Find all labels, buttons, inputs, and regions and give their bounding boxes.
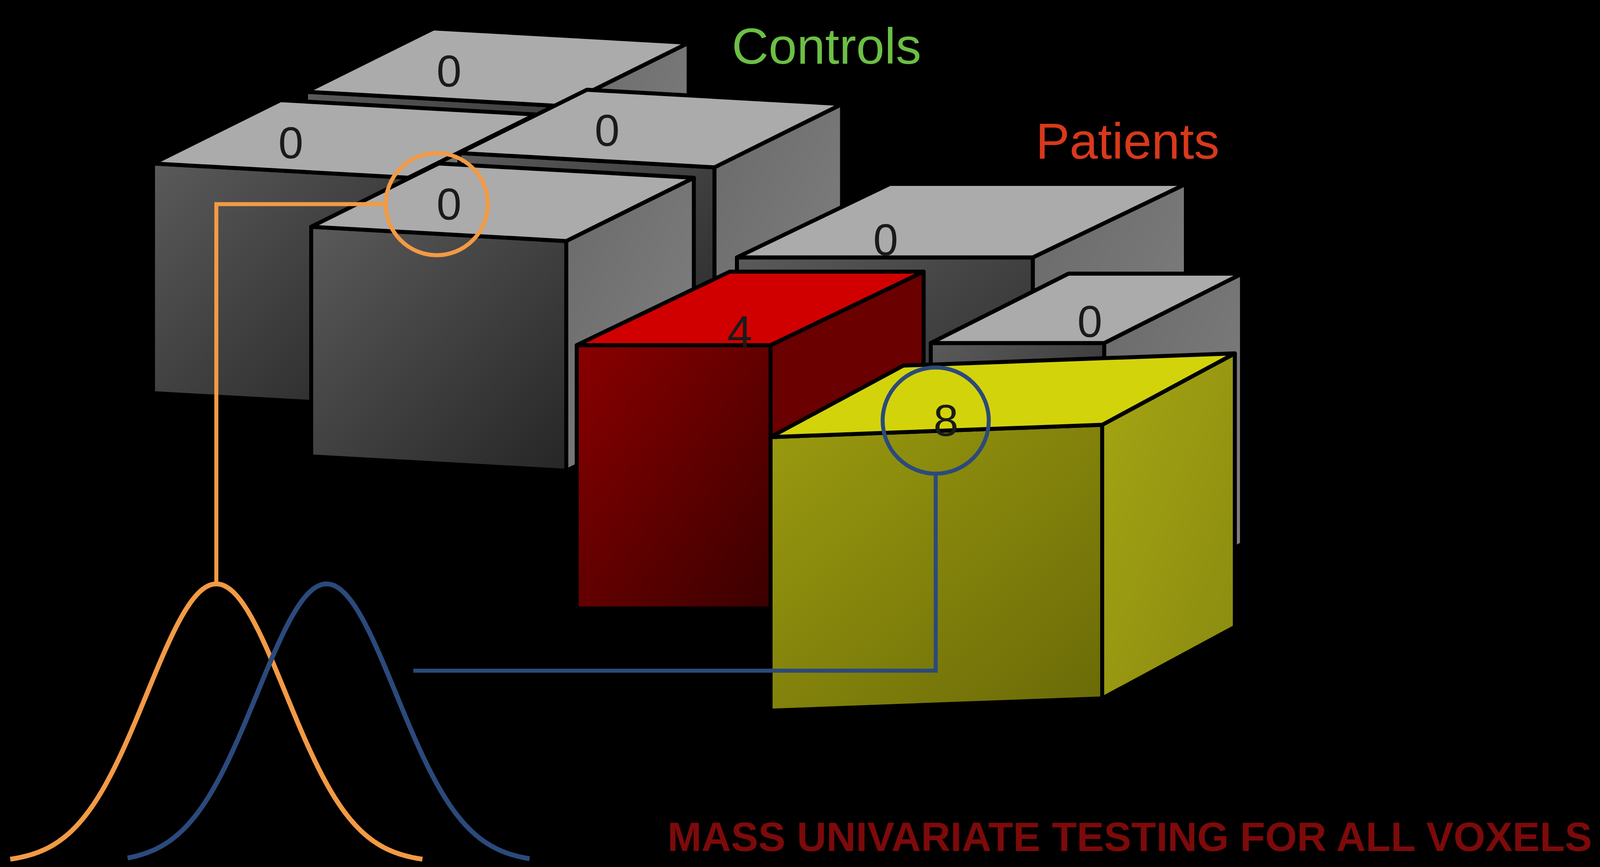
voxel-value: 0 (873, 217, 898, 263)
voxel-value-holder: 0 (594, 108, 620, 153)
highlight-ring (882, 367, 989, 474)
cube-face (770, 353, 1235, 437)
label-holder: Controls (731, 20, 922, 72)
group-label: Patients (1035, 115, 1220, 167)
label-holder: MASS UNIVARIATE TESTING FOR ALL VOXELS (667, 816, 1592, 858)
voxel-value: 8 (933, 398, 959, 443)
voxel-value-holder: 0 (436, 181, 462, 227)
patient-distribution (127, 583, 530, 859)
highlight-ring (385, 152, 488, 256)
caption-note: MASS UNIVARIATE TESTING FOR ALL VOXELS (667, 816, 1592, 858)
voxel-value: 0 (1077, 299, 1103, 345)
voxel-value-holder: 0 (436, 48, 462, 94)
control-distribution (10, 583, 423, 859)
cube-face (311, 226, 567, 471)
leader-line (413, 473, 936, 671)
voxel-value-holder: 4 (727, 309, 753, 355)
cube-face (736, 183, 1186, 258)
leader-line (216, 204, 386, 584)
cube-face (576, 344, 771, 608)
voxel-value-holder: 0 (1077, 299, 1103, 345)
voxel-value-holder: 0 (278, 120, 304, 166)
voxel-value-holder: 8 (933, 398, 959, 443)
group-label: Controls (731, 20, 922, 72)
cube-shape (770, 353, 1235, 711)
voxel-value: 0 (278, 120, 304, 166)
label-holder: Patients (1035, 115, 1220, 167)
voxel-value: 0 (436, 181, 462, 227)
voxel-value: 0 (594, 108, 620, 153)
voxel-value: 4 (727, 309, 753, 355)
cube-face (459, 89, 842, 168)
voxel-value-holder: 0 (873, 217, 898, 263)
cube-face (311, 163, 694, 242)
voxel-value: 0 (436, 48, 462, 94)
voxel-cube: 8 (770, 353, 1235, 711)
